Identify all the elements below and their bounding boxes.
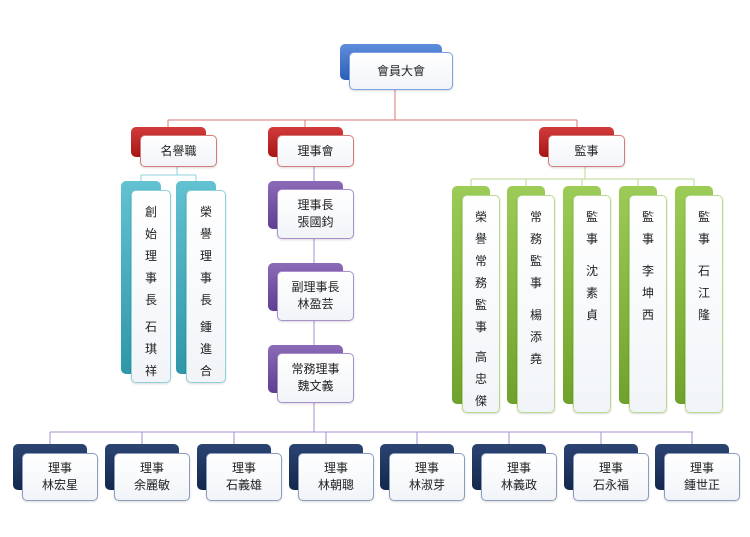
supervisor-member-card: 榮譽常務監事高忠傑 — [462, 195, 500, 413]
director-name: 林淑芽 — [408, 478, 445, 492]
member-name: 楊添堯 — [529, 308, 542, 366]
director-name: 林朝聰 — [317, 478, 354, 492]
supervisor-member-card: 常務監事楊添堯 — [517, 195, 555, 413]
director-title: 理事 — [323, 461, 348, 475]
member-title: 創始理事長 — [144, 205, 157, 307]
director-title: 理事 — [598, 461, 623, 475]
general-assembly-label: 會員大會 — [349, 52, 453, 90]
officer-name: 張國鈞 — [297, 215, 334, 229]
member-name: 鍾進合 — [199, 320, 212, 378]
honorary-member-card: 創始理事長石琪祥 — [131, 190, 171, 383]
director-title: 理事 — [231, 461, 256, 475]
director-title: 理事 — [414, 461, 439, 475]
member-name: 石琪祥 — [144, 320, 157, 378]
member-name: 石江隆 — [697, 264, 710, 322]
member-title: 常務監事 — [529, 210, 542, 290]
member-title: 榮譽常務監事 — [474, 210, 487, 334]
director-card: 理事林淑芽 — [389, 453, 465, 501]
member-title: 監事 — [585, 210, 598, 246]
director-name: 石義雄 — [225, 478, 262, 492]
director-card: 理事林朝聰 — [298, 453, 374, 501]
member-title: 監事 — [641, 210, 654, 246]
supervisor-member-card: 監事石江隆 — [685, 195, 723, 413]
board-officer-card: 理事長張國鈞 — [277, 189, 354, 239]
board-label: 理事會 — [277, 135, 354, 167]
officer-name: 林盈芸 — [297, 297, 334, 311]
member-name: 李坤西 — [641, 264, 654, 322]
officer-title: 理事長 — [297, 198, 334, 212]
director-card: 理事林宏星 — [22, 453, 98, 501]
supervisor-member-card: 監事李坤西 — [629, 195, 667, 413]
director-card: 理事鍾世正 — [664, 453, 740, 501]
honorary-member-card: 榮譽理事長鍾進合 — [186, 190, 226, 383]
director-card: 理事余麗敏 — [114, 453, 190, 501]
member-title: 監事 — [697, 210, 710, 246]
director-card: 理事林義政 — [481, 453, 557, 501]
member-name: 高忠傑 — [474, 350, 487, 408]
director-title: 理事 — [506, 461, 531, 475]
director-name: 林宏星 — [41, 478, 78, 492]
director-title: 理事 — [47, 461, 72, 475]
director-name: 林義政 — [500, 478, 537, 492]
officer-title: 副理事長 — [291, 280, 340, 294]
supervisor-member-card: 監事沈素貞 — [573, 195, 611, 413]
director-name: 石永福 — [592, 478, 629, 492]
supervisors-label: 監事 — [548, 135, 625, 167]
officer-title: 常務理事 — [291, 362, 340, 376]
director-title: 理事 — [689, 461, 714, 475]
member-title: 榮譽理事長 — [199, 205, 212, 307]
director-card: 理事石義雄 — [206, 453, 282, 501]
board-officer-card: 副理事長林盈芸 — [277, 271, 354, 321]
director-card: 理事石永福 — [573, 453, 649, 501]
officer-name: 魏文義 — [297, 379, 334, 393]
member-name: 沈素貞 — [585, 264, 598, 322]
director-name: 余麗敏 — [133, 478, 170, 492]
director-title: 理事 — [139, 461, 164, 475]
board-officer-card: 常務理事魏文義 — [277, 353, 354, 403]
honorary-label: 名譽職 — [140, 135, 217, 167]
director-name: 鍾世正 — [683, 478, 720, 492]
